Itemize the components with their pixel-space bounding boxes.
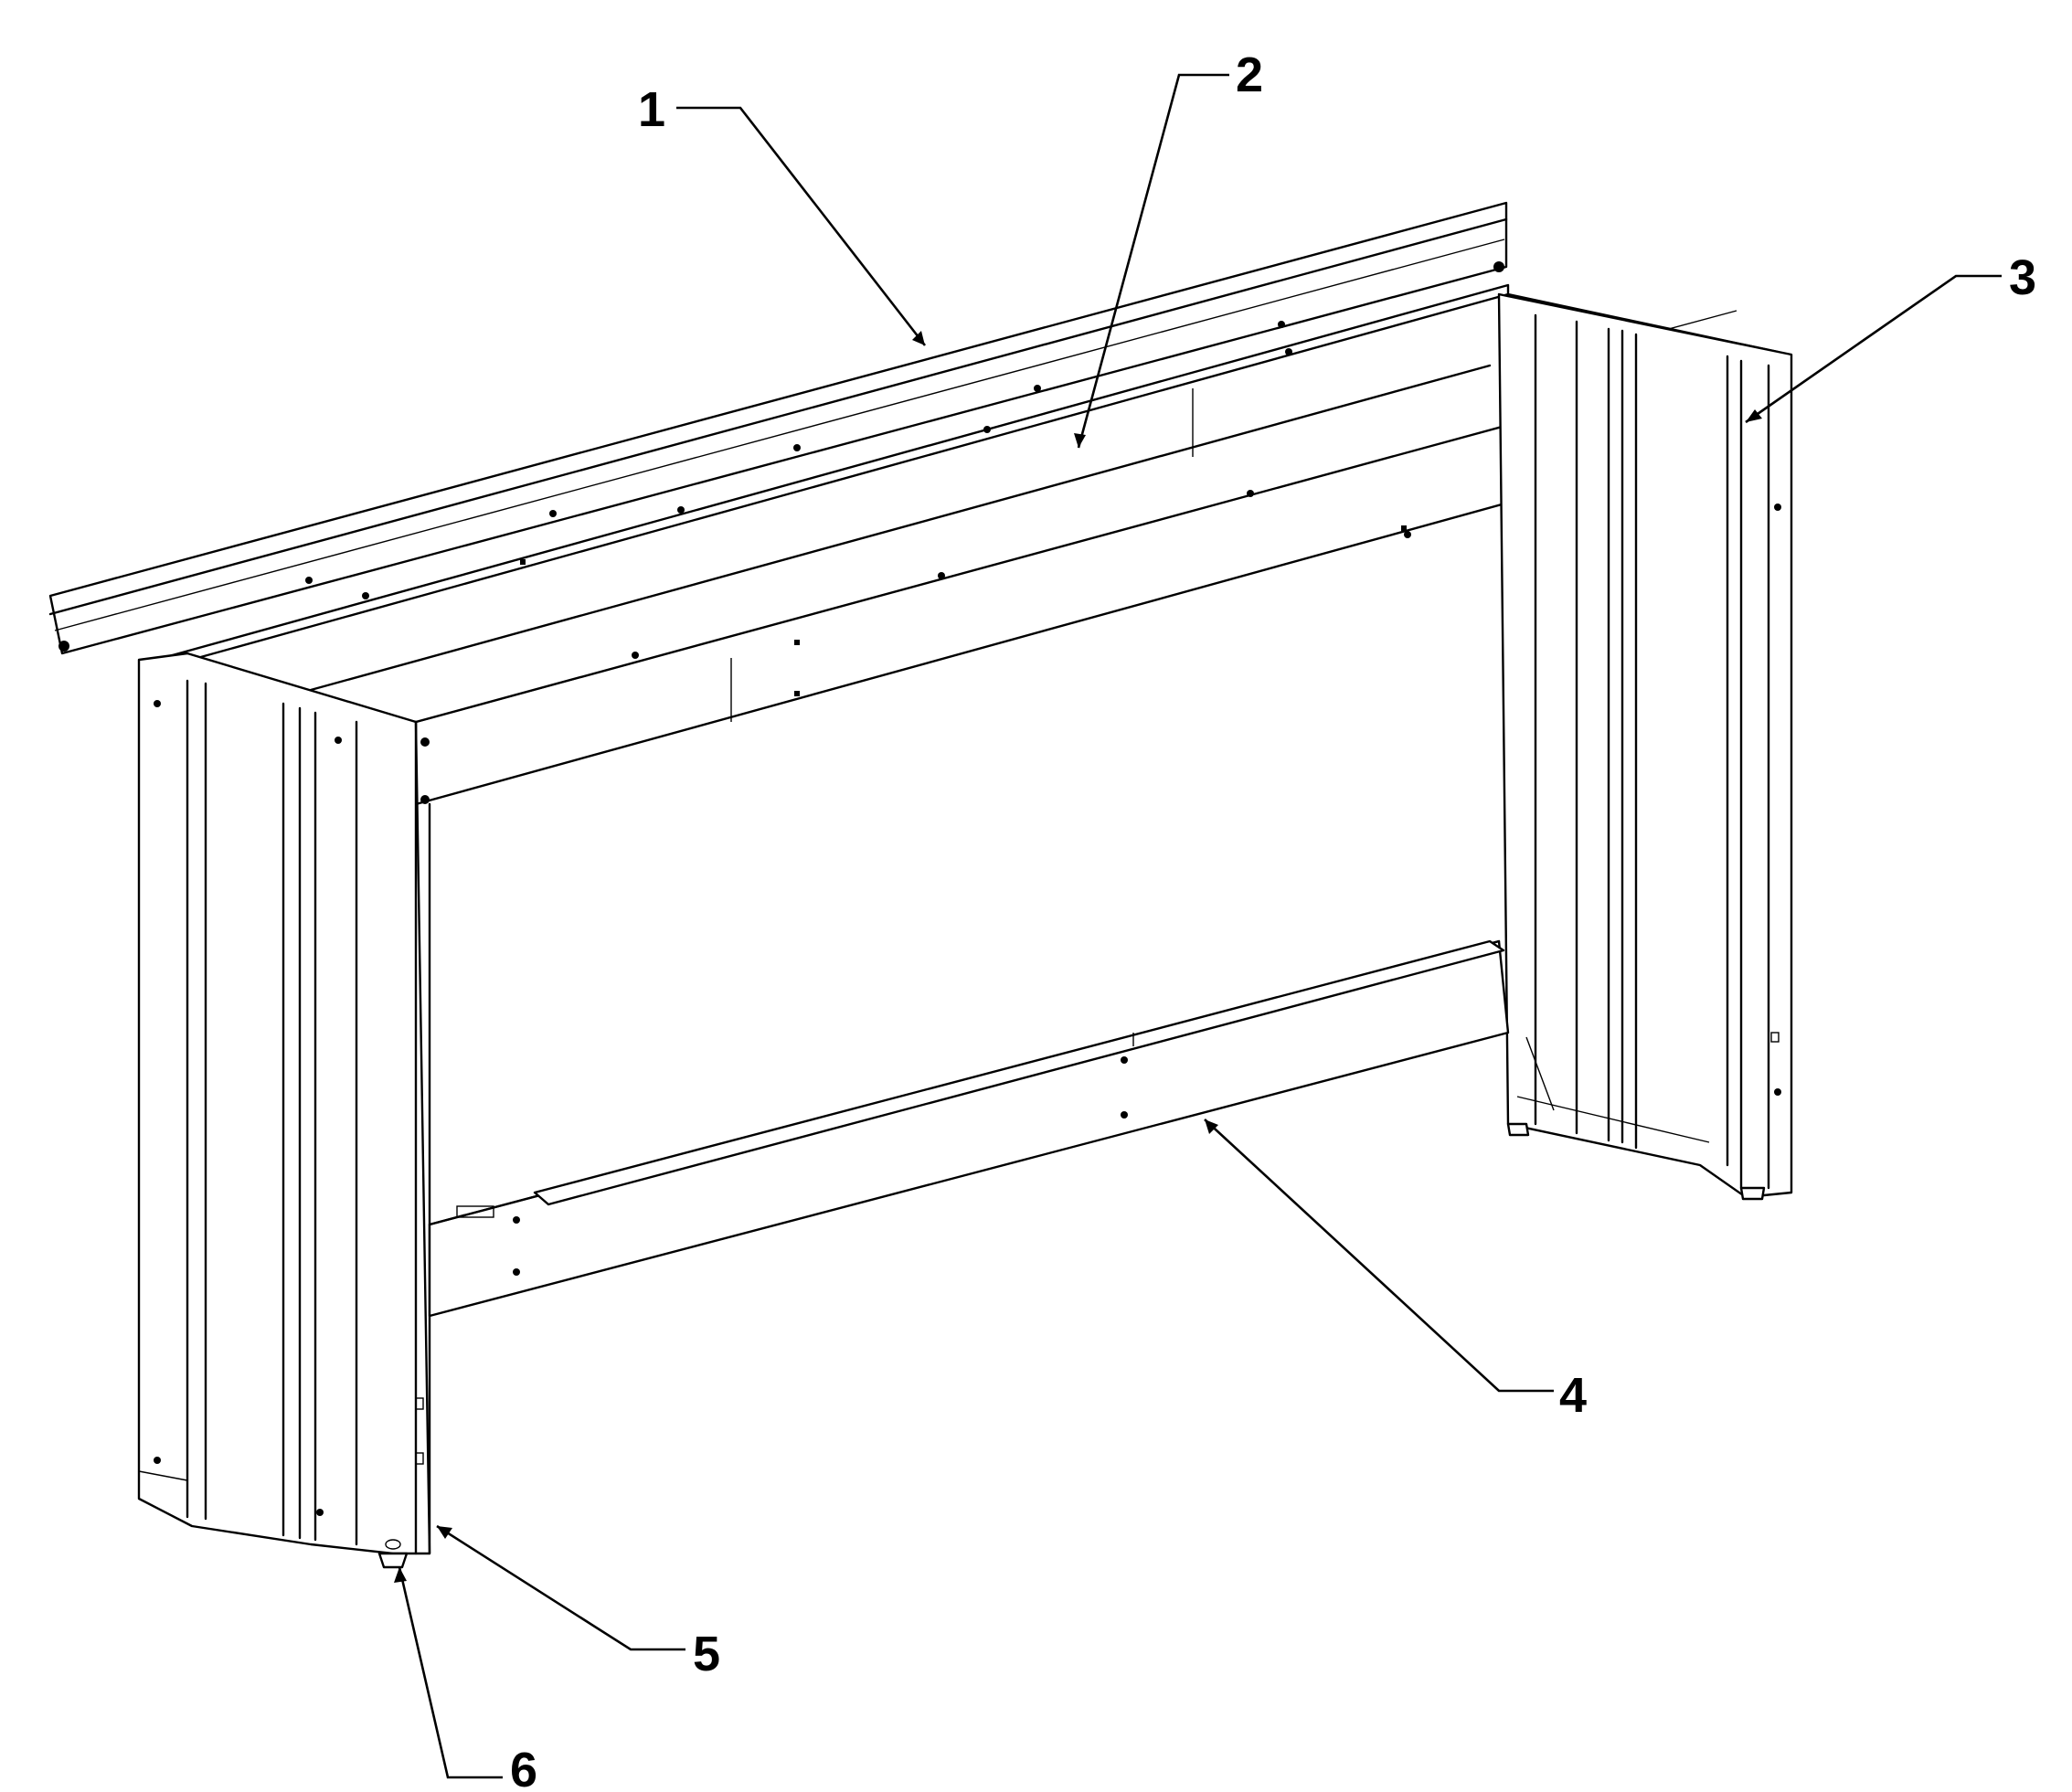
right-end-panel: [1497, 292, 1793, 1201]
lower-stretcher-rail: [428, 939, 1510, 1318]
callout-4: 4: [1559, 1368, 1587, 1423]
callout-5: 5: [693, 1627, 720, 1681]
callout-3: 3: [2009, 250, 2036, 305]
callout-leaders: [394, 73, 2002, 1779]
top-angle-rail: [48, 201, 1508, 655]
callout-2: 2: [1236, 48, 1263, 102]
left-end-panel: [137, 652, 431, 1569]
callout-1: 1: [638, 82, 665, 137]
callout-6: 6: [510, 1743, 537, 1792]
